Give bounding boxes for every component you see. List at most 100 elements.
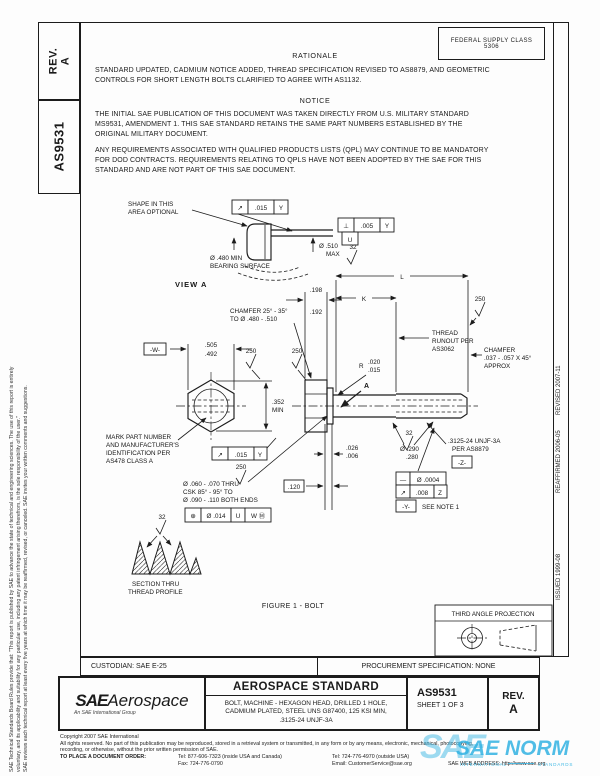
shape-note-line1: SHAPE IN THIS <box>128 201 173 208</box>
svg-text:Ø .090 - .110 BOTH ENDS: Ø .090 - .110 BOTH ENDS <box>183 497 258 504</box>
svg-text:250: 250 <box>246 348 257 355</box>
svg-text:W Ⓜ: W Ⓜ <box>251 512 266 520</box>
svg-text:MARK PART NUMBER: MARK PART NUMBER <box>106 434 172 441</box>
dim-K: K <box>362 296 367 303</box>
doc-title: BOLT, MACHINE - HEXAGON HEAD, DRILLED 1 … <box>224 699 388 724</box>
aerospace-logo-text: Aerospace <box>107 690 189 710</box>
svg-text:.020: .020 <box>368 359 381 366</box>
notice-title: NOTICE <box>299 96 331 105</box>
perpendicularity-icon: ⊥ <box>343 223 349 230</box>
gap-min: .006 <box>346 453 359 460</box>
straightness-icon: — <box>400 477 407 484</box>
sae-logo-text: SAE <box>75 690 108 710</box>
order-tel-1: Tel: 877-606-7323 (inside USA and Canada… <box>178 753 282 760</box>
surface-finish-32-thread: 32 <box>392 422 414 451</box>
svg-text:RUNOUT PER: RUNOUT PER <box>432 338 474 345</box>
revision-revised: REVISED 2007-11 <box>556 365 562 415</box>
thread-fcf-stack: — Ø .0004 ↗ .008 Z -Y- SEE NOTE 1 <box>395 427 460 513</box>
svg-text:Ø .0004: Ø .0004 <box>417 477 440 484</box>
see-note-1: SEE NOTE 1 <box>422 504 460 511</box>
head-height-max: .198 <box>310 287 323 294</box>
sae-norm-watermark: SAE SAE NORM INTERNATIONAL STANDARDS <box>420 728 600 776</box>
svg-text:.015: .015 <box>235 452 248 459</box>
rev-tab: REV. A <box>38 22 80 100</box>
logo-subtitle: An SAE International Group <box>74 709 136 716</box>
order-fax: Fax: 724-776-0790 <box>178 761 223 767</box>
revision-issued: ISSUED 1999-08 <box>556 553 562 600</box>
bolt-side-view <box>292 379 478 433</box>
thread-runout-note: THREAD RUNOUT PER AS3062 <box>398 330 474 353</box>
order-label: TO PLACE A DOCUMENT ORDER: <box>60 753 147 760</box>
svg-text:CHAMFER 25° - 35°: CHAMFER 25° - 35° <box>230 307 288 315</box>
runout-icon: ↗ <box>217 452 222 459</box>
head-runout-fcf: ↗ .015 Y <box>211 437 277 461</box>
figure-caption: FIGURE 1 - BOLT <box>262 603 325 610</box>
dim-L: L <box>400 274 404 281</box>
order-tel-2: Tel: 724-776-4970 (outside USA) <box>332 753 410 760</box>
svg-text:AS3062: AS3062 <box>432 346 455 353</box>
svg-text:CSK 85° - 95° TO: CSK 85° - 95° TO <box>183 488 233 496</box>
across-flats-min: .492 <box>205 351 218 358</box>
svg-text:.015: .015 <box>368 367 381 374</box>
datum-z: -Z- <box>458 460 466 467</box>
order-email: Email: CustomerService@sae.org <box>332 761 412 767</box>
surface-finish-250-csk: 250 <box>235 464 247 485</box>
doc-type: AEROSPACE STANDARD <box>206 678 406 696</box>
doc-number: AS9531 <box>417 687 457 699</box>
svg-text:IDENTIFICATION PER: IDENTIFICATION PER <box>106 450 171 457</box>
shape-note-line2: AREA OPTIONAL <box>128 209 179 216</box>
fsc-line-2: 5306 <box>484 43 499 50</box>
procurement-cell: PROCUREMENT SPECIFICATION: NONE <box>361 663 496 670</box>
fsc-line-1: FEDERAL SUPPLY CLASS <box>450 37 533 44</box>
svg-text:AND MANUFACTURER'S: AND MANUFACTURER'S <box>106 442 179 449</box>
custodian-cell: CUSTODIAN: SAE E-25 <box>81 658 318 675</box>
watermark-sub-standards: STANDARDS <box>538 762 574 767</box>
datum-w: -W- <box>150 347 160 354</box>
svg-text:AS478 CLASS A: AS478 CLASS A <box>106 458 154 465</box>
svg-text:CHAMFER: CHAMFER <box>484 347 516 354</box>
rev-value: A <box>509 702 518 716</box>
projection-title: THIRD ANGLE PROJECTION <box>452 611 535 618</box>
svg-text:Ø .014: Ø .014 <box>207 513 226 520</box>
thread-end-chamfer-note: CHAMFER .037 - .057 X 45° APPROX <box>470 347 532 370</box>
fillet-radius-note: R .020 .015 <box>337 359 381 396</box>
svg-text:APPROX: APPROX <box>484 363 511 370</box>
svg-text:THREAD: THREAD <box>432 330 458 337</box>
surface-finish-250-head-left: 250 <box>245 348 261 380</box>
sae-logo: SAEAerospace An SAE International Group <box>60 678 206 729</box>
rev-cell: REV. A <box>489 678 538 729</box>
dia-480-bearing: Ø .480 MIN <box>210 255 243 262</box>
doc-tab-label: AS9531 <box>51 121 67 172</box>
runout-icon: ↗ <box>400 490 405 497</box>
svg-text:Ø .290: Ø .290 <box>400 446 419 453</box>
sae-web-address: SAE WEB ADDRESS: http://www.sae.org <box>448 761 546 767</box>
svg-text:Ø .060 - .070 THRU: Ø .060 - .070 THRU <box>183 481 239 488</box>
rationale-body: STANDARD UPDATED, CADMIUM NOTICE ADDED, … <box>95 67 490 84</box>
sheet-number: SHEET 1 OF 3 <box>417 702 464 709</box>
notice-body: THE INITIAL SAE PUBLICATION OF THIS DOCU… <box>95 111 469 138</box>
svg-text:Z: Z <box>438 490 442 497</box>
fsc-box: FEDERAL SUPPLY CLASS 5306 <box>438 27 545 60</box>
rights-line-1: All rights reserved. No part of this pub… <box>60 740 474 747</box>
across-flats-max: .505 <box>205 342 218 349</box>
marking-note: MARK PART NUMBER AND MANUFACTURER'S IDEN… <box>106 417 207 465</box>
svg-text:250: 250 <box>292 348 303 355</box>
runout-icon: ↗ <box>237 205 242 212</box>
surface-finish-32-icon: 32 <box>346 244 358 265</box>
qpl-body: ANY REQUIREMENTS ASSOCIATED WITH QUALIFI… <box>95 147 489 174</box>
svg-text:MIN: MIN <box>272 407 284 414</box>
thread-callout: .3125-24 UNJF-3A PER AS8879 -Z- <box>426 422 501 469</box>
left-disclaimer: SAE Technical Standards Board Rules prov… <box>9 232 30 772</box>
head-chamfer-note: CHAMFER 25° - 35° TO Ø .480 - .510 <box>230 307 312 379</box>
doc-number-cell: AS9531 SHEET 1 OF 3 <box>408 678 489 729</box>
watermark-divider <box>508 763 534 764</box>
svg-text:BEARING SURFACE: BEARING SURFACE <box>210 263 270 270</box>
bolt-head-front-view: -W- .505 .492 .352 MIN <box>143 342 285 440</box>
position-icon: ⊕ <box>190 513 195 520</box>
watermark-sae-logo: SAE <box>420 728 486 766</box>
svg-text:TO Ø .480 - .510: TO Ø .480 - .510 <box>230 316 278 323</box>
head-height-min: .192 <box>310 309 323 316</box>
watermark-sub-international: INTERNATIONAL <box>460 762 507 767</box>
wrench-height-min: .352 <box>272 399 285 406</box>
sheet-frame <box>80 22 569 657</box>
